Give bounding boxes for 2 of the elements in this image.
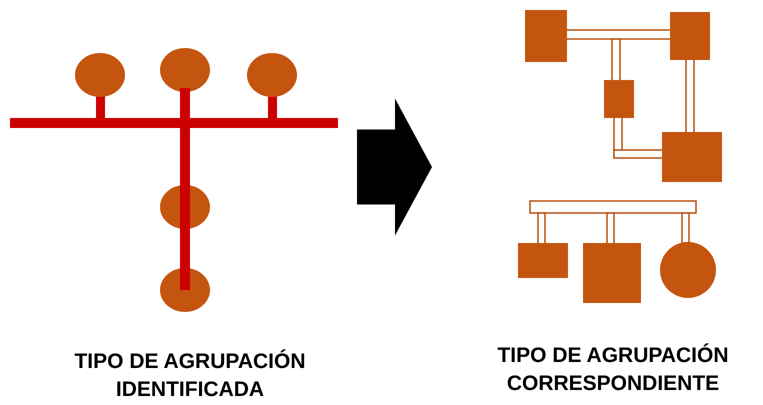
node-label: TIPO DE AGRUPACIÓN CORRESPONDIENTE xyxy=(496,342,730,397)
node-label: TIPO DE AGRUPACIÓN IDENTIFICADA xyxy=(73,348,306,403)
